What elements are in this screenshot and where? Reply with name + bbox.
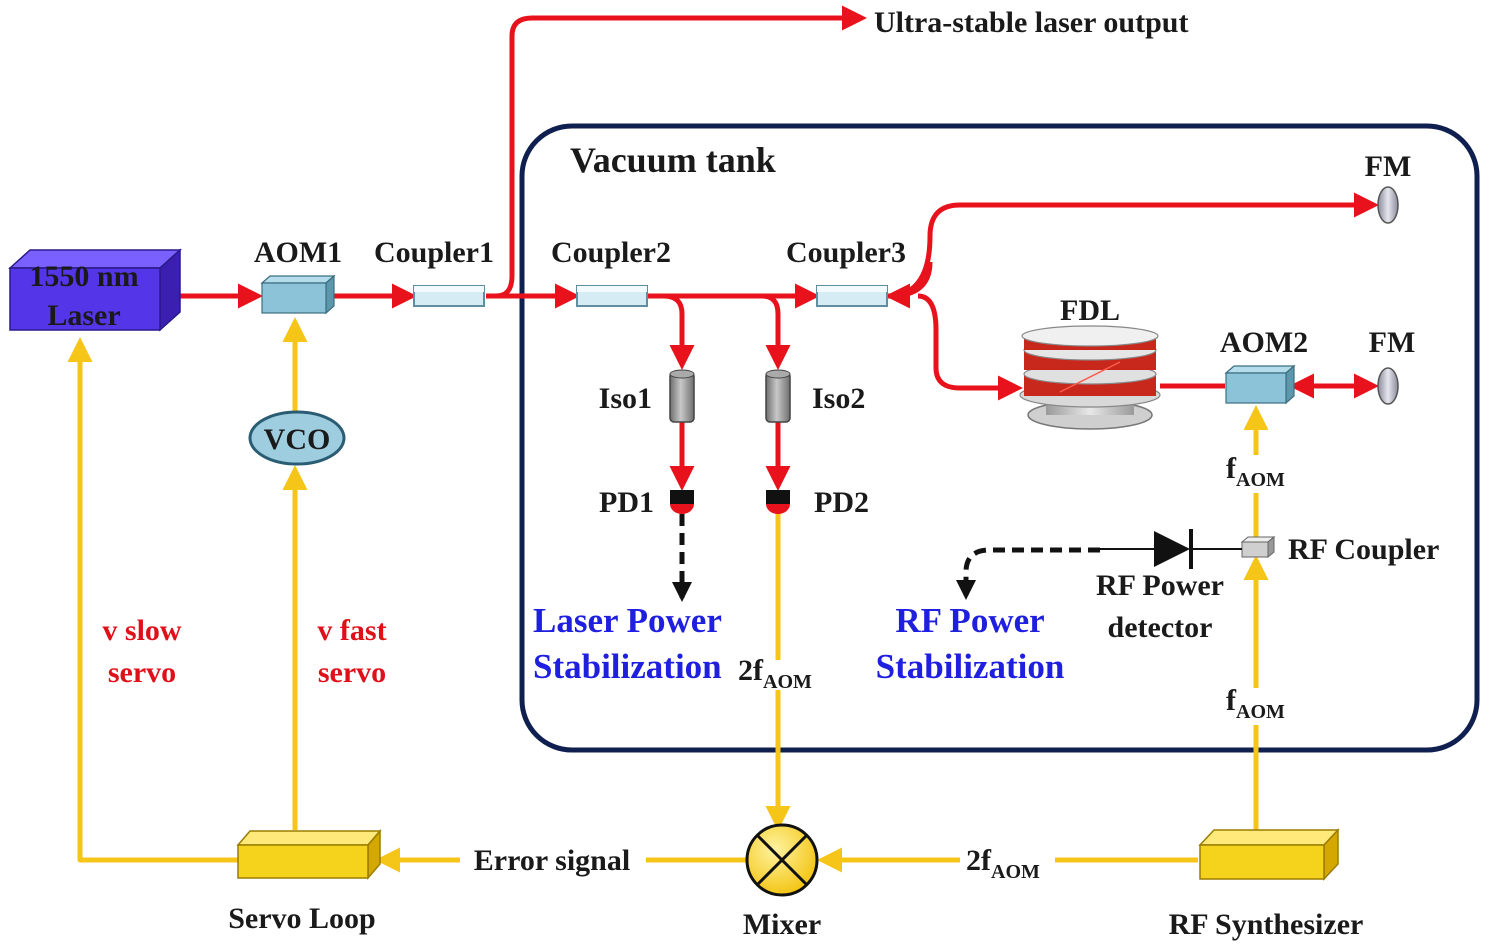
circle-x-mixer-icon	[745, 823, 819, 897]
vacuum-tank-border	[519, 123, 1480, 753]
two-f-aom-synth-label: 2fAOM	[966, 844, 1040, 883]
vco-ellipse	[248, 410, 346, 466]
coupler2-to-iso1-fiber	[663, 293, 695, 370]
cylinder-isolator-icon	[669, 369, 695, 423]
fiber-spool-icon	[1019, 325, 1161, 430]
f-aom-lower-label: fAOM	[1226, 684, 1285, 723]
servo-loop-label: Servo Loop	[228, 902, 376, 935]
f-aom-upper-label: fAOM	[1226, 452, 1285, 491]
coupler3-box	[816, 285, 888, 307]
rf-power-detector-label-line1: RF Power	[1096, 569, 1224, 602]
error-signal-label: Error signal	[474, 844, 630, 877]
rf-power-detector-label-line2: detector	[1108, 611, 1213, 644]
mirror-disc-icon	[1377, 186, 1399, 224]
optical-paths	[158, 5, 1379, 491]
servo-loop-box	[236, 828, 382, 881]
coupler3-to-fm-top-fiber	[887, 192, 1379, 299]
slow-servo-label-line1: v slow	[102, 614, 182, 647]
aom1-box	[260, 274, 336, 315]
output-fiber	[495, 5, 867, 299]
cylinder-isolator-icon	[765, 369, 791, 423]
rf-synthesizer-box	[1198, 828, 1340, 881]
electrical-paths	[67, 317, 1269, 873]
coupler1-label: Coupler1	[374, 236, 494, 269]
pd2-label: PD2	[814, 486, 869, 519]
two-f-aom-pd2-label: 2fAOM	[738, 654, 812, 693]
laser-power-stabilization-line2: Stabilization	[533, 647, 722, 686]
pd1-label: PD1	[599, 486, 654, 519]
diode-icon	[1100, 529, 1242, 569]
coupler2-to-iso2-fiber	[761, 293, 791, 370]
fdl-label: FDL	[1060, 294, 1120, 327]
fm-top-label: FM	[1365, 150, 1412, 183]
control-dashed-lines	[672, 514, 1100, 602]
fm-right-label: FM	[1369, 326, 1416, 359]
rf-power-stabilization-line2: Stabilization	[876, 647, 1065, 686]
aom2-label: AOM2	[1220, 326, 1308, 359]
laser-box	[8, 248, 182, 332]
coupler2-box	[576, 285, 648, 307]
vco-label: VCO	[264, 423, 331, 456]
mirror-disc-icon	[1377, 367, 1399, 405]
rf-coupler-box	[1240, 535, 1276, 559]
photodiode-icon	[670, 490, 694, 514]
slow-servo-line	[67, 337, 240, 863]
laser-label-line1: 1550 nm	[29, 260, 138, 293]
vacuum-tank-label: Vacuum tank	[570, 140, 776, 180]
iso2-label: Iso2	[812, 382, 865, 415]
mixer-label: Mixer	[743, 908, 821, 941]
rf-synthesizer-label: RF Synthesizer	[1169, 908, 1364, 941]
laser-label-line2: Laser	[47, 299, 120, 332]
coupler2-label: Coupler2	[551, 236, 671, 269]
fast-servo-label-line1: v fast	[317, 614, 386, 647]
laser-power-stabilization-line1: Laser Power	[533, 601, 722, 640]
output-label: Ultra-stable laser output	[874, 6, 1188, 39]
coupler1-box	[413, 285, 485, 307]
slow-servo-label-line2: servo	[108, 656, 176, 689]
fm-top-return-fiber	[885, 261, 933, 309]
coupler3-to-fdl-fiber	[917, 293, 1023, 401]
iso1-label: Iso1	[599, 382, 652, 415]
rf-coupler-label: RF Coupler	[1288, 533, 1439, 566]
photodiode-icon	[766, 490, 790, 514]
aom2-box	[1224, 364, 1296, 405]
rf-power-stabilization-line1: RF Power	[895, 601, 1044, 640]
fast-servo-label-line2: servo	[318, 656, 386, 689]
aom1-label: AOM1	[254, 236, 342, 269]
rf-detector-dashed-line	[956, 547, 1100, 600]
coupler3-label: Coupler3	[786, 236, 906, 269]
